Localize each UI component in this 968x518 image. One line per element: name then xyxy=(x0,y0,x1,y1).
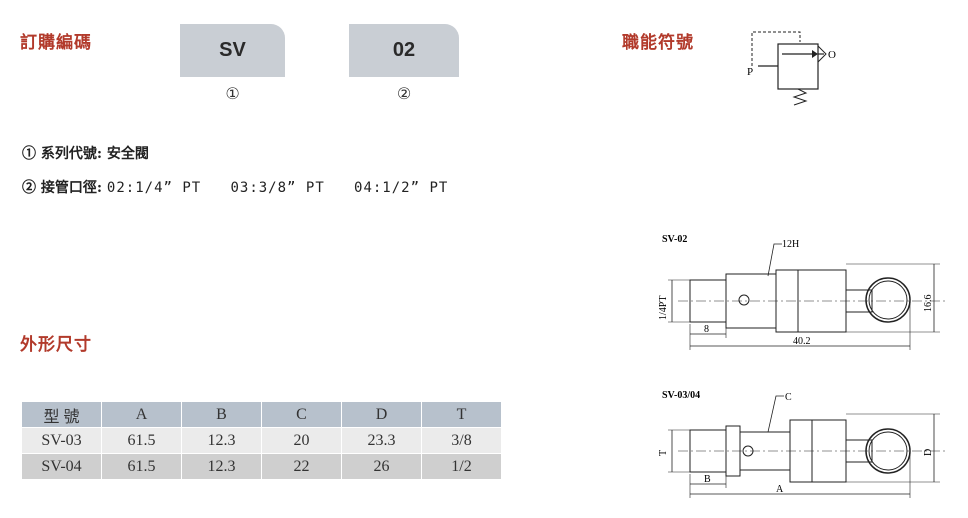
sv0304-dim-a: A xyxy=(776,484,784,495)
table-header: 型 號 xyxy=(22,402,102,428)
spring-symbol xyxy=(792,88,808,106)
note-port-size: ② 接管口徑: 02:1/4” PT 03:3/8” PT 04:1/2” PT xyxy=(22,180,449,196)
table-cell: 23.3 xyxy=(341,427,422,454)
table-cell: 22 xyxy=(261,453,342,479)
port-p-label: P xyxy=(747,66,753,78)
order-code-heading: 訂購編碼 xyxy=(20,33,92,53)
dimensions-table: 型 號 A B C D T SV-03 61.5 12.3 20 23.3 3/… xyxy=(22,402,502,479)
table-header-row: 型 號 A B C D T xyxy=(22,402,502,428)
table-cell: 3/8 xyxy=(421,427,502,454)
note-series: ① 系列代號: 安全閥 xyxy=(22,146,149,162)
code-box-series: SV xyxy=(180,24,285,77)
port-o-label: O xyxy=(828,49,836,61)
table-header: T xyxy=(421,402,502,428)
function-symbol-heading: 職能符號 xyxy=(622,33,694,53)
table-header: B xyxy=(181,402,262,428)
code-box-size: 02 xyxy=(349,24,459,77)
sv02-dim-total: 40.2 xyxy=(793,336,811,347)
sv02-hex-label: 12H xyxy=(782,239,799,250)
table-cell: 1/2 xyxy=(421,453,502,479)
code-marker-2: ② xyxy=(396,84,412,103)
sv02-dim-b: 8 xyxy=(704,324,709,335)
table-cell: 26 xyxy=(341,453,422,479)
pilot-line xyxy=(751,31,801,66)
table-header: C xyxy=(261,402,342,428)
sv02-drawing: SV-02 12H 1/4PT 8 40.2 16.6 xyxy=(658,234,948,350)
table-cell: 12.3 xyxy=(181,453,262,479)
sv02-dim-height: 16.6 xyxy=(923,295,934,313)
sv02-title: SV-02 xyxy=(662,234,687,245)
sv0304-hex-label: C xyxy=(785,392,792,403)
table-header: A xyxy=(101,402,182,428)
sv0304-thread-label: T xyxy=(658,450,669,456)
sv02-thread-label: 1/4PT xyxy=(658,296,669,320)
dimensions-heading: 外形尺寸 xyxy=(20,335,92,355)
table-cell: 20 xyxy=(261,427,342,454)
table-cell: SV-04 xyxy=(22,453,102,479)
code-marker-1: ① xyxy=(225,84,240,103)
relief-valve-symbol: P O xyxy=(747,31,836,106)
table-row: SV-04 61.5 12.3 22 26 1/2 xyxy=(22,453,502,479)
table-cell: SV-03 xyxy=(22,427,102,454)
table-cell: 12.3 xyxy=(181,427,262,454)
table-cell: 61.5 xyxy=(101,427,182,454)
sv0304-dim-d: D xyxy=(923,449,934,456)
sv02-ring xyxy=(865,277,911,323)
table-header: D xyxy=(341,402,422,428)
table-row: SV-03 61.5 12.3 20 23.3 3/8 xyxy=(22,427,502,454)
sv0304-drawing: SV-03/04 C T B A D xyxy=(658,390,948,498)
table-cell: 61.5 xyxy=(101,453,182,479)
sv0304-dim-b: B xyxy=(704,474,711,485)
sv0304-title: SV-03/04 xyxy=(662,390,700,401)
